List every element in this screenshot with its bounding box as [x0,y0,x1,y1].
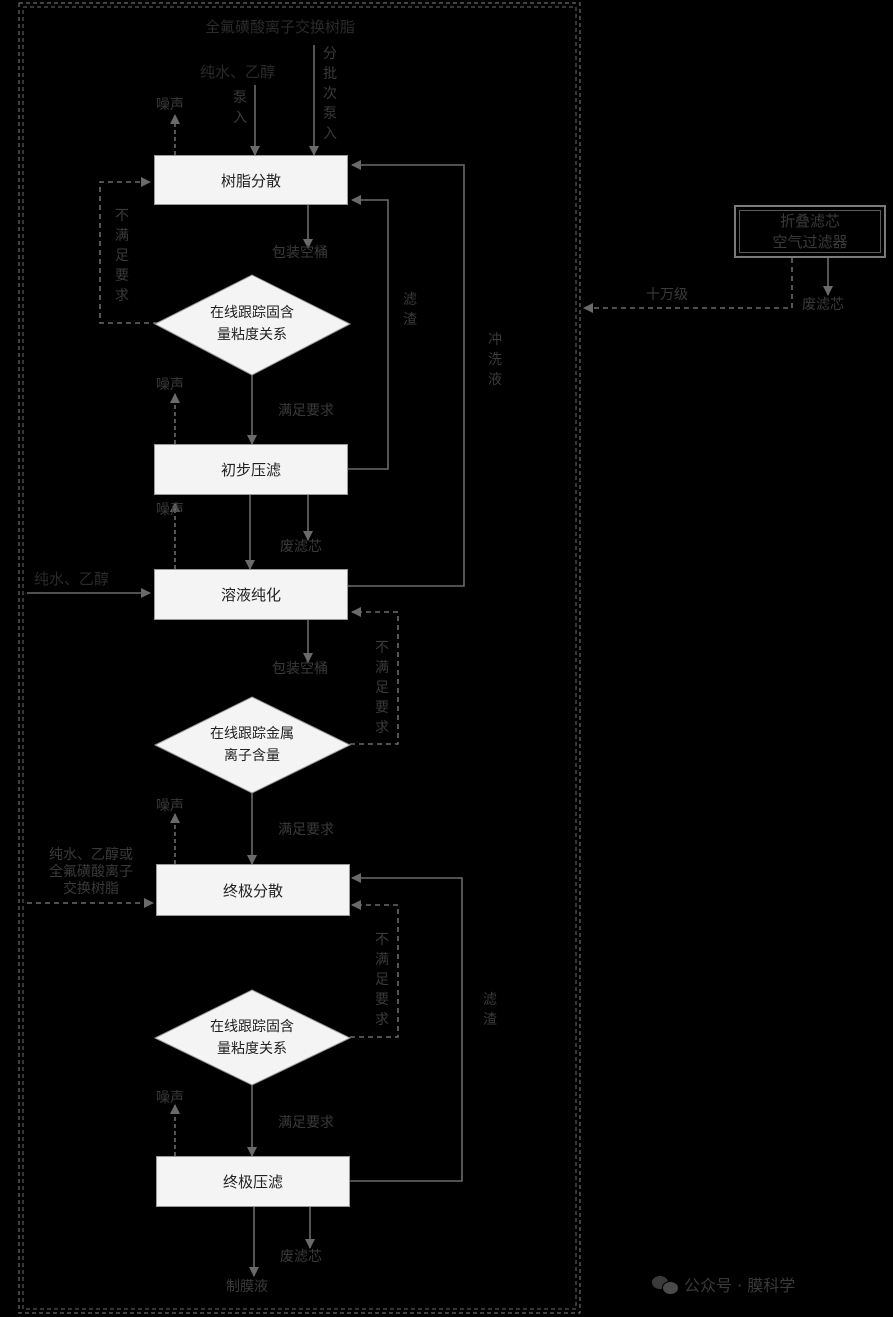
flush-liquid-label: 冲洗液 [488,332,502,388]
air-filter-box: 折叠滤芯 空气过滤器 [734,205,886,258]
air-filter-line-2: 空气过滤器 [772,232,848,251]
input-water-ethanol-mid: 纯水、乙醇 [34,570,110,588]
meets-label-1: 满足要求 [278,403,334,419]
box-solution-purification: 溶液纯化 [154,569,348,620]
noise-label-3: 噪声 [156,502,184,518]
noise-label-2: 噪声 [156,377,184,393]
decision-diamond-1 [153,274,352,376]
package-bucket-1: 包装空桶 [272,245,328,261]
input-resin-top: 全氟磺酸离子交换树脂 [205,18,356,36]
watermark: 公众号 · 膜科学 [652,1272,795,1296]
meets-label-3: 满足要求 [278,1115,334,1131]
decision-diamond-2 [153,696,352,794]
noise-label-4: 噪声 [156,798,184,814]
not-meet-label-3: 不满足要求 [375,932,389,1028]
diamond-3-text: 在线跟踪固含量粘度关系 [210,1019,294,1057]
box-final-dispersion: 终极分散 [156,864,350,916]
not-meet-label-1: 不满足要求 [115,208,129,304]
diamond-2-text: 在线跟踪金属离子含量 [210,726,294,764]
label-pump-in: 泵入 [233,90,247,126]
waste-filter-3: 废滤芯 [802,297,844,313]
product-label: 制膜液 [226,1279,268,1295]
input-final-group: 纯水、乙醇或 全氟磺酸离子 交换树脂 [49,847,133,897]
box-resin-dispersion: 树脂分散 [154,155,348,205]
not-meet-label-2: 不满足要求 [375,640,389,736]
wechat-icon [652,1274,679,1295]
clean-room-boundary [18,2,581,1314]
input-water-ethanol-top: 纯水、乙醇 [200,63,276,81]
decision-diamond-3 [153,989,352,1086]
waste-filter-1: 废滤芯 [280,539,322,555]
air-filter-line-1: 折叠滤芯 [779,211,840,230]
filter-residue-label-1: 滤渣 [403,292,417,328]
label-batch-pump-in: 分批次泵入 [323,46,337,142]
meets-label-2: 满足要求 [278,822,334,838]
box-primary-press-filter: 初步压滤 [154,444,348,495]
watermark-text: 公众号 · 膜科学 [684,1276,796,1295]
filter-residue-label-2: 滤渣 [483,992,497,1028]
package-bucket-2: 包装空桶 [272,661,328,677]
hundred-k-label: 十万级 [646,287,688,303]
noise-label-1: 噪声 [156,97,184,113]
waste-filter-2: 废滤芯 [280,1249,322,1265]
box-final-press-filter: 终极压滤 [156,1156,350,1207]
diamond-1-text: 在线跟踪固含量粘度关系 [210,305,294,343]
noise-label-5: 噪声 [156,1090,184,1106]
